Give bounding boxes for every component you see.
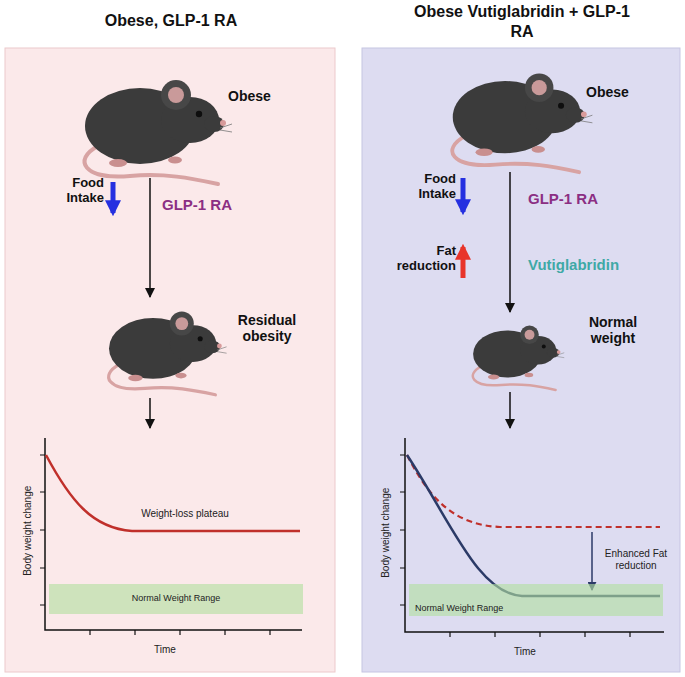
band-label: Normal Weight Range (132, 593, 220, 604)
annotation-label: Normal weight (568, 314, 658, 346)
panel-title: Obese Vutiglabridin + GLP-1 RA (412, 2, 632, 42)
annotation-label: Fat reduction (380, 244, 456, 274)
annotation-label: Time (480, 646, 570, 658)
annotation-label: Vutiglabridin (528, 256, 668, 273)
axis-title: Body weight change (380, 468, 392, 598)
panel-title: Obese, GLP-1 RA (6, 11, 336, 31)
comparison-panel: Obese, GLP-1 RANormal Weight Range (5, 48, 335, 672)
annotation-label: Food Intake (40, 176, 104, 206)
annotation-label: Time (120, 644, 210, 656)
normal-range-band: Normal Weight Range (409, 584, 663, 616)
comparison-panel: Obese Vutiglabridin + GLP-1 RANormal Wei… (362, 48, 680, 672)
annotation-label: GLP-1 RA (162, 196, 272, 213)
annotation-label: Enhanced Fat reduction (598, 548, 674, 571)
normal-range-band: Normal Weight Range (49, 584, 303, 614)
band-label: Normal Weight Range (415, 603, 503, 614)
annotation-label: Obese (586, 84, 656, 100)
axis-title: Body weight change (22, 466, 34, 596)
annotation-label: Food Intake (388, 172, 456, 202)
annotation-label: Obese (228, 88, 308, 104)
annotation-label: GLP-1 RA (528, 190, 648, 207)
annotation-label: Weight-loss plateau (120, 508, 250, 520)
annotation-label: Residual obesity (222, 312, 312, 344)
